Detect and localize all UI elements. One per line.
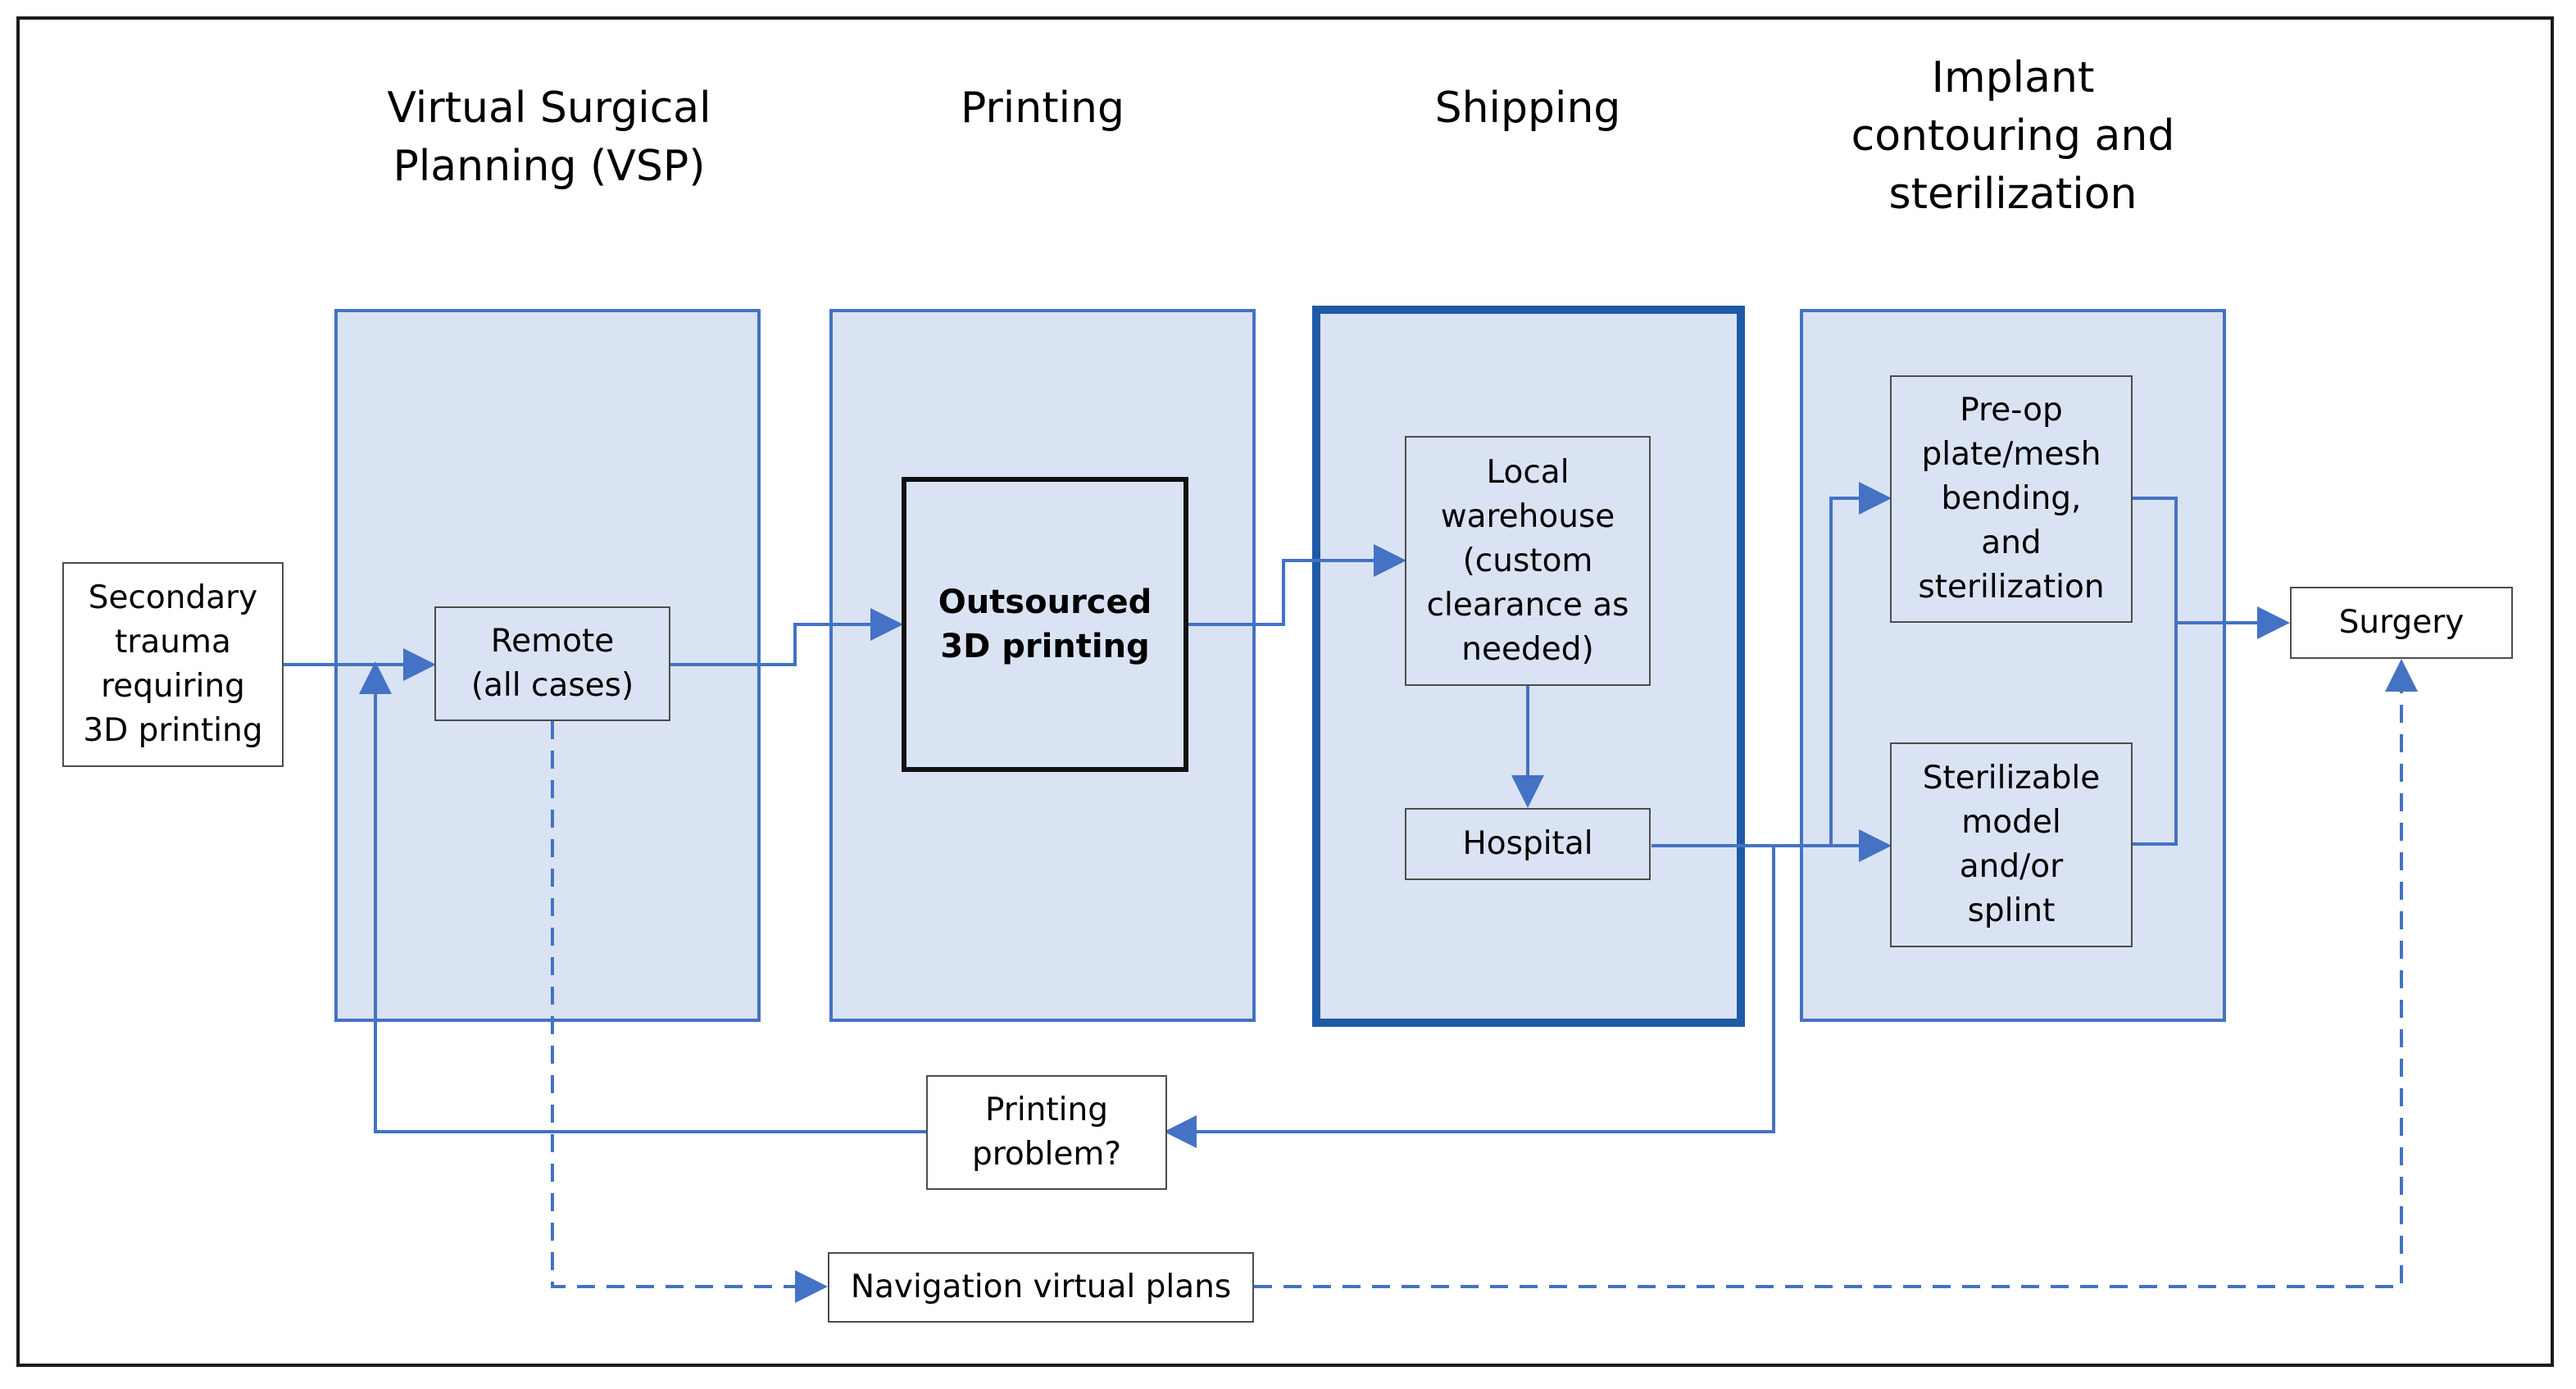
header-vsp: Virtual Surgical Planning (VSP) — [387, 84, 711, 191]
line-sterilizable-out — [2133, 623, 2178, 846]
node-remote: Remote (all cases) — [434, 606, 670, 721]
header-implant: Implant contouring and sterilization — [1851, 53, 2175, 219]
arrow-printing-problem-to-vsp — [359, 661, 926, 1133]
arrow-remote-to-outsourced — [670, 608, 903, 666]
arrow-to-printing-problem — [1164, 846, 1775, 1148]
node-printing-problem: Printing problem? — [926, 1075, 1167, 1190]
diagram-frame — [16, 16, 2554, 1367]
line-preop-out — [2133, 497, 2178, 623]
node-sterilizable-model: Sterilizable model and/or splint — [1890, 742, 2133, 947]
dashed-navigation-to-surgery — [1254, 659, 2418, 1288]
arrow-outsourced-to-warehouse — [1188, 544, 1406, 626]
node-local-warehouse: Local warehouse (custom clearance as nee… — [1405, 436, 1651, 686]
node-navigation-virtual-plans: Navigation virtual plans — [828, 1252, 1254, 1323]
dashed-remote-to-navigation — [551, 721, 828, 1303]
node-hospital: Hospital — [1405, 808, 1651, 880]
node-secondary-trauma: Secondary trauma requiring 3D printing — [62, 562, 284, 767]
header-shipping: Shipping — [1434, 84, 1621, 133]
node-surgery: Surgery — [2290, 587, 2513, 659]
arrow-branch-to-preop — [1829, 482, 1892, 846]
node-preop-bending: Pre-op plate/mesh bending, and steriliza… — [1890, 375, 2133, 623]
header-printing: Printing — [960, 84, 1125, 133]
node-outsourced-3d-printing: Outsourced 3D printing — [902, 477, 1188, 772]
